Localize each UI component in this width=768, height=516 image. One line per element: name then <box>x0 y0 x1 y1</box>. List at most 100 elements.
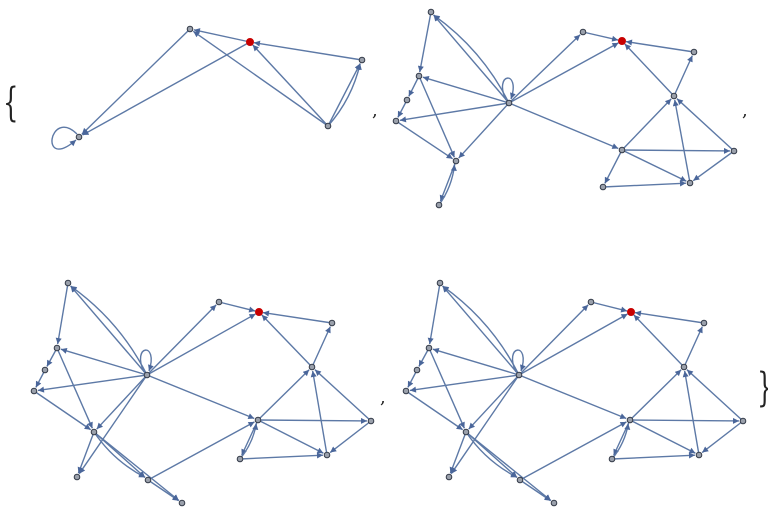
edge-l-n <box>701 420 744 454</box>
edge-e-R <box>518 313 628 376</box>
edge-e-b <box>422 75 510 104</box>
edge-e-b <box>60 347 148 376</box>
vertex <box>90 428 98 436</box>
vertex <box>186 25 194 33</box>
vertex <box>505 99 513 107</box>
edge-e-h <box>518 304 589 376</box>
vertex <box>254 416 262 424</box>
list-separator: , <box>742 100 748 121</box>
vertex <box>143 371 151 379</box>
vertex <box>670 92 678 100</box>
edge-n-j <box>682 370 700 456</box>
edge-e-a <box>442 285 520 376</box>
vertex <box>445 473 453 481</box>
vertex <box>402 387 410 395</box>
edge-k-n <box>621 149 687 182</box>
vertex <box>686 179 694 187</box>
edge-A-D <box>81 28 191 135</box>
edge-f-g <box>439 160 457 202</box>
edge-m-k <box>611 423 631 460</box>
edge-e-a <box>442 285 520 376</box>
vertex <box>324 122 332 130</box>
edge-e-d <box>399 102 510 123</box>
edge-b-f <box>428 347 466 429</box>
edge-i-R <box>634 310 705 324</box>
edge-e-d <box>409 374 520 393</box>
vertex <box>403 96 411 104</box>
edge-e-R <box>508 42 619 104</box>
edge-e-f <box>458 102 510 159</box>
edge-C-R <box>252 44 329 127</box>
graph-3 <box>30 279 375 507</box>
vertex <box>425 344 433 352</box>
edge-e-R <box>146 313 256 376</box>
edge-e-g <box>450 374 520 475</box>
vertex <box>435 201 443 209</box>
edge-f-p <box>465 431 552 502</box>
vertex <box>550 499 558 507</box>
edge-l-j <box>676 98 735 152</box>
edge-k-n <box>629 419 696 454</box>
edge-f-o <box>93 431 146 478</box>
edge-e-a <box>433 14 510 104</box>
edge-h-R <box>582 31 619 42</box>
vertex <box>626 416 634 424</box>
edge-o-k <box>147 421 255 481</box>
highlighted-vertex <box>618 37 626 45</box>
edge-C-B <box>327 63 361 127</box>
vertex <box>236 455 244 463</box>
vertex <box>144 476 152 484</box>
list-separator: , <box>380 387 386 408</box>
edge-e-a <box>433 14 510 104</box>
edge-k-l <box>629 417 740 424</box>
edge-e-e <box>501 77 516 101</box>
edge-k-n <box>257 419 324 454</box>
edge-e-k <box>508 102 619 150</box>
vertex <box>608 455 616 463</box>
edge-k-j <box>257 369 310 421</box>
edge-f-o <box>465 431 518 478</box>
edge-d-f <box>33 390 92 431</box>
edge-a-b <box>427 282 441 345</box>
vertex <box>308 363 316 371</box>
vertex <box>680 363 688 371</box>
vertex <box>178 499 186 507</box>
edge-o-k <box>519 421 627 481</box>
vertex <box>579 28 587 36</box>
edge-e-a <box>70 285 148 376</box>
edge-e-f <box>96 374 148 430</box>
edge-a-b <box>55 282 69 345</box>
edge-k-l <box>621 147 731 154</box>
edge-R-A <box>193 28 251 43</box>
edge-R-D <box>82 41 251 136</box>
vertex <box>462 428 470 436</box>
vertex <box>392 117 400 125</box>
edge-l-n <box>329 420 372 454</box>
edge-j-i <box>673 55 693 97</box>
vertex <box>41 366 49 374</box>
vertex <box>695 451 703 459</box>
edge-e-k <box>146 374 255 420</box>
vertex <box>587 298 595 306</box>
edge-l-n <box>692 150 735 182</box>
list-open-brace: { <box>3 80 19 126</box>
vertex <box>75 133 83 141</box>
edge-B-R <box>253 40 363 61</box>
edge-e-g <box>78 374 148 475</box>
edge-h-R <box>218 301 256 313</box>
list-close-brace: } <box>757 365 768 411</box>
edge-k-j <box>629 369 682 421</box>
vertex <box>215 298 223 306</box>
edge-k-m <box>604 149 623 184</box>
edge-l-j <box>686 369 744 422</box>
edge-C-A <box>192 30 329 127</box>
edge-m-n <box>611 452 696 460</box>
edge-j-R <box>633 314 685 368</box>
vertex <box>367 417 375 425</box>
graph-4 <box>402 279 747 507</box>
edge-i-R <box>625 39 695 53</box>
edge-n-j <box>310 370 328 456</box>
edge-m-n <box>239 452 324 460</box>
edge-g-f <box>438 164 457 206</box>
edge-e-d <box>37 374 148 393</box>
